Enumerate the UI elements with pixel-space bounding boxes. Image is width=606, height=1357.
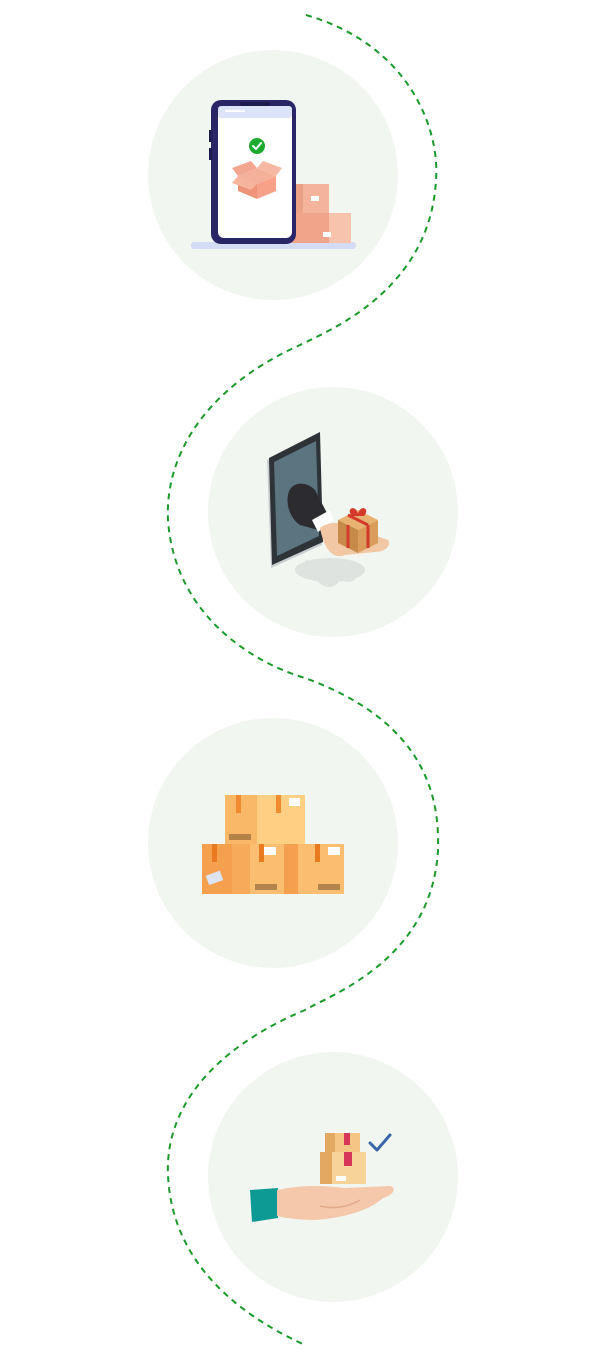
step-3: [148, 718, 398, 968]
phone-order-illustration: [191, 100, 356, 249]
package-stack-icon: [320, 1133, 366, 1184]
step-4: [208, 1052, 458, 1302]
gift-box-icon: [338, 508, 378, 553]
step-2: [208, 387, 458, 637]
cardboard-box-icon: [232, 844, 284, 894]
dashed-connector-path: [166, 14, 440, 1346]
step-2-circle: [208, 387, 458, 637]
green-check-icon: [249, 138, 265, 154]
blue-check-icon: [368, 1133, 392, 1152]
tablet-delivery-illustration: [267, 432, 390, 588]
stacked-boxes-icon: [291, 184, 351, 243]
step-1: [148, 50, 398, 300]
hand-icon: [287, 483, 390, 557]
stacked-boxes-illustration: [202, 795, 344, 894]
cardboard-box-icon: [284, 844, 344, 894]
open-box-icon: [232, 161, 282, 199]
open-hand-icon: [250, 1185, 394, 1222]
cardboard-box-icon: [225, 795, 305, 845]
hand-receiving-illustration: [250, 1133, 394, 1222]
